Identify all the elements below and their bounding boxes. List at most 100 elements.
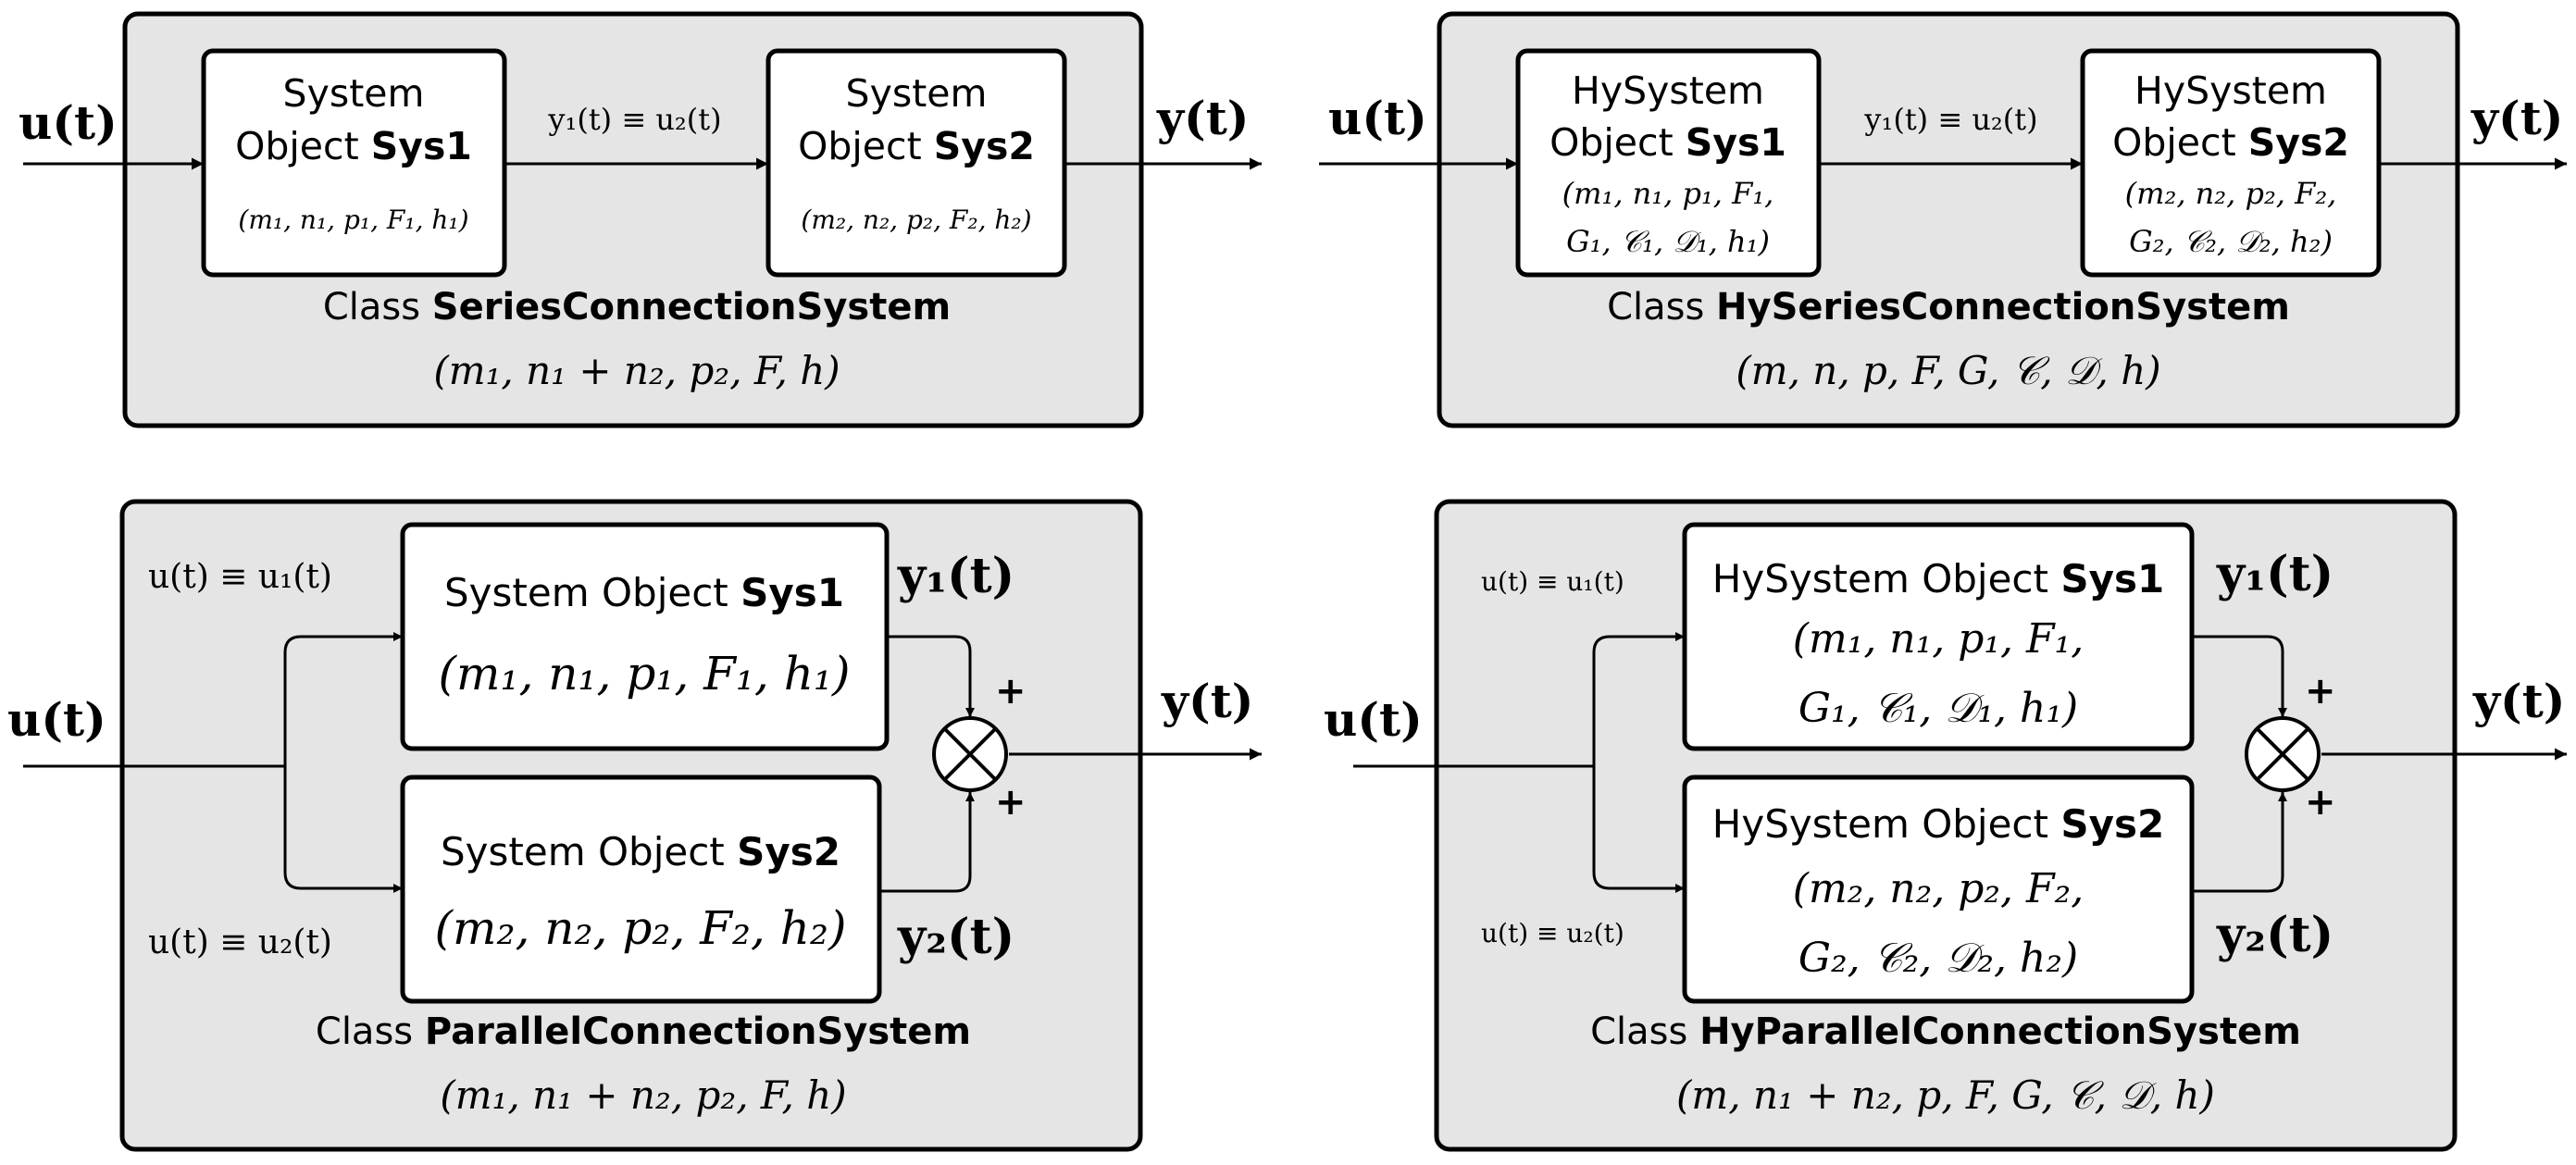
parallel-sys1-title: System Object Sys1 (444, 570, 844, 615)
parallel-class-params: (m₁, n₁ + n₂, p₂, F, h) (440, 1072, 846, 1118)
series-sys1-object-word: Object (235, 124, 371, 168)
hyseries-sys1-params-line2: G₁, 𝒞₁, 𝒟₁, h₁) (1566, 224, 1770, 259)
series-sys1-title-line1: System (283, 71, 425, 116)
hyparallel-sys1-params-line1: (m₁, n₁, p₁, F₁, (1793, 615, 2084, 663)
hyparallel-sys2-title-text: HySystem Object (1712, 801, 2061, 847)
series-sys2-block: System Object Sys2 (m₂, n₂, p₂, F₂, h₂) (765, 48, 1067, 278)
hyparallel-sys2-name: Sys2 (2060, 801, 2164, 847)
parallel-input-label: u(t) (7, 692, 106, 747)
hyseries-middle-label: y₁(t) ≡ u₂(t) (1863, 102, 2037, 137)
parallel-class-word: Class (316, 1010, 425, 1053)
hyseries-sys1-name: Sys1 (1686, 120, 1786, 165)
parallel-sys2-name: Sys2 (737, 829, 840, 874)
parallel-sys1-name: Sys1 (740, 570, 844, 615)
series-sys2-title-line2: Object Sys2 (798, 124, 1035, 168)
series-output-label: y(t) (1156, 91, 1249, 145)
parallel-sys1-params: (m₁, n₁, p₁, F₁, h₁) (439, 647, 851, 700)
hyparallel-sum-plus-bottom: + (2305, 781, 2336, 824)
hyparallel-sys1-block: HySystem Object Sys1 (m₁, n₁, p₁, F₁, G₁… (1682, 522, 2195, 751)
parallel-sys1-box (400, 522, 890, 751)
series-sys1-name: Sys1 (371, 124, 472, 168)
hyseries-sys1-title-line1: HySystem (1572, 68, 1764, 113)
hyparallel-branch-lower (1592, 766, 1685, 893)
hyparallel-class-word: Class (1590, 1010, 1699, 1053)
hyparallel-sys2-block: HySystem Object Sys2 (m₂, n₂, p₂, F₂, G₂… (1682, 775, 2195, 1004)
hyparallel-sys1-title-text: HySystem Object (1712, 556, 2061, 601)
parallel-connection-panel: + + u(t) y(t) u(t) ≡ u₁(t) u(t) ≡ u₂(t) … (7, 499, 1262, 1152)
series-sys1-box (201, 48, 507, 278)
hyseries-sys1-box (1515, 48, 1822, 278)
parallel-branch-lower (283, 766, 403, 893)
parallel-sys1-block: System Object Sys1 (m₁, n₁, p₁, F₁, h₁) (400, 522, 890, 751)
parallel-u2-label: u(t) ≡ u₂(t) (148, 923, 332, 961)
hyseries-sys2-params-line2: G₂, 𝒞₂, 𝒟₂, h₂) (2129, 224, 2333, 259)
hyparallel-sys2-to-sum (2192, 792, 2287, 893)
hyparallel-y2-label: y₂(t) (2216, 907, 2333, 963)
hyparallel-sys1-title: HySystem Object Sys1 (1712, 556, 2164, 601)
hyseries-class-title: Class HySeriesConnectionSystem (1607, 286, 2290, 328)
parallel-sys1-title-text: System Object (444, 570, 740, 615)
series-class-params: (m₁, n₁ + n₂, p₂, F, h) (433, 348, 840, 393)
hyparallel-output-label: y(t) (2472, 674, 2565, 728)
hyparallel-class-title: Class HyParallelConnectionSystem (1590, 1010, 2301, 1053)
hyseries-sys2-box (2080, 48, 2382, 278)
series-sys2-params: (m₂, n₂, p₂, F₂, h₂) (801, 204, 1031, 235)
parallel-sum-plus-bottom: + (995, 781, 1027, 824)
hyseries-sys1-title-line2: Object Sys1 (1549, 120, 1786, 165)
hyseries-class-name: HySeriesConnectionSystem (1716, 286, 2290, 328)
hyparallel-connection-panel: + + u(t) y(t) u(t) ≡ u₁(t) u(t) ≡ u₂(t) … (1324, 499, 2567, 1152)
hyparallel-sys1-box (1682, 522, 2195, 751)
hyparallel-sys2-title: HySystem Object Sys2 (1712, 801, 2164, 847)
hyseries-class-params: (m, n, p, F, G, 𝒞, 𝒟, h) (1736, 348, 2160, 393)
hyparallel-sys2-params-line1: (m₂, n₂, p₂, F₂, (1793, 865, 2084, 912)
parallel-summing-junction (932, 716, 1008, 792)
series-class-word: Class (323, 286, 432, 328)
hyseries-sys2-title-line2: Object Sys2 (2112, 120, 2349, 165)
parallel-sum-cross-b (942, 726, 998, 782)
hyparallel-class-params: (m, n₁ + n₂, p, F, G, 𝒞, 𝒟, h) (1676, 1072, 2215, 1118)
hyseries-class-word: Class (1607, 286, 1716, 328)
hyseries-connection-panel: u(t) y(t) y₁(t) ≡ u₂(t) HySystem Object … (1319, 11, 2567, 428)
series-sys2-object-word: Object (798, 124, 934, 168)
parallel-sys1-to-sum (887, 635, 975, 717)
hyparallel-class-name: HyParallelConnectionSystem (1699, 1010, 2301, 1053)
hyseries-sys1-block: HySystem Object Sys1 (m₁, n₁, p₁, F₁, G₁… (1515, 48, 1822, 278)
series-sys1-block: System Object Sys1 (m₁, n₁, p₁, F₁, h₁) (201, 48, 507, 278)
series-middle-label: y₁(t) ≡ u₂(t) (547, 102, 721, 137)
parallel-sys2-params: (m₂, n₂, p₂, F₂, h₂) (435, 901, 847, 955)
parallel-sys2-title: System Object Sys2 (441, 829, 840, 874)
hyseries-input-label: u(t) (1328, 91, 1427, 145)
parallel-u1-label: u(t) ≡ u₁(t) (148, 558, 332, 596)
hyparallel-sys2-box (1682, 775, 2195, 1004)
parallel-class-title: Class ParallelConnectionSystem (316, 1010, 971, 1053)
series-input-label: u(t) (19, 95, 118, 150)
hyseries-sys2-params-line1: (m₂, n₂, p₂, F₂, (2125, 176, 2337, 211)
hyparallel-sys1-params-line2: G₁, 𝒞₁, 𝒟₁, h₁) (1798, 685, 2078, 732)
series-sys1-title-line2: Object Sys1 (235, 124, 472, 168)
parallel-sys2-title-text: System Object (441, 829, 737, 874)
hyseries-sys2-name: Sys2 (2248, 120, 2349, 165)
hyparallel-u2-label: u(t) ≡ u₂(t) (1481, 918, 1624, 948)
hyparallel-input-label: u(t) (1324, 692, 1423, 747)
hyseries-sys1-params-line1: (m₁, n₁, p₁, F₁, (1562, 176, 1774, 211)
hyparallel-sum-cross-b (2255, 726, 2310, 782)
hyseries-output-label: y(t) (2470, 91, 2563, 145)
hyseries-sys1-object-word: Object (1549, 120, 1686, 165)
hyparallel-sys2-params-line2: G₂, 𝒞₂, 𝒟₂, h₂) (1798, 935, 2078, 982)
series-sys2-box (765, 48, 1067, 278)
parallel-y1-label: y₁(t) (897, 548, 1014, 604)
hyseries-sys2-block: HySystem Object Sys2 (m₂, n₂, p₂, F₂, G₂… (2080, 48, 2382, 278)
hyparallel-sys1-to-sum (2192, 635, 2287, 717)
parallel-sys2-box (400, 775, 882, 1004)
parallel-branch-upper (283, 632, 403, 766)
parallel-class-name: ParallelConnectionSystem (425, 1010, 971, 1053)
hyparallel-branch-upper (1592, 632, 1685, 766)
series-class-title: Class SeriesConnectionSystem (323, 286, 951, 328)
hyparallel-y1-label: y₁(t) (2216, 546, 2333, 602)
series-sys1-params: (m₁, n₁, p₁, F₁, h₁) (238, 204, 468, 235)
parallel-sum-plus-top: + (995, 670, 1027, 713)
parallel-y2-label: y₂(t) (897, 909, 1014, 965)
series-sys2-title-line1: System (846, 71, 988, 116)
hyseries-sys2-object-word: Object (2112, 120, 2248, 165)
